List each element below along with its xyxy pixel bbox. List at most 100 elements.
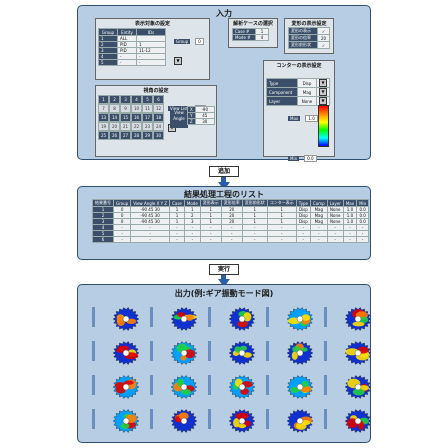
analysis-case-title: 解析ケースの選択	[233, 21, 273, 27]
view-preset-cell[interactable]: 9	[120, 104, 131, 113]
gear-mode-thumbnail	[266, 341, 314, 365]
view-preset-cell[interactable]: 5	[142, 95, 153, 104]
view-preset-cell[interactable]: 3	[120, 95, 131, 104]
view-preset-cell[interactable]: 14	[109, 113, 120, 122]
gear-mode-thumbnail	[324, 341, 370, 365]
table-cell: -	[169, 236, 185, 243]
view-preset-cell[interactable]: 12	[153, 104, 164, 113]
min-value[interactable]: 0.0	[304, 155, 317, 162]
field-value[interactable]: Mag	[297, 87, 317, 97]
dropdown-cell[interactable]: ▼	[316, 78, 330, 88]
table-cell: -	[266, 236, 297, 243]
view-preset-cell[interactable]: 7	[98, 104, 109, 113]
view-preset-cell[interactable]: 21	[120, 122, 131, 131]
view-preset-cell[interactable]: 1	[98, 95, 109, 104]
table-row[interactable]: 5--	[98, 59, 166, 66]
view-preset-cell[interactable]: 15	[120, 113, 131, 122]
table-row[interactable]: 6-------------	[92, 236, 370, 243]
view-preset-cell[interactable]: 28	[131, 131, 142, 140]
table-cell: -	[112, 236, 132, 243]
view-preset-cell[interactable]: 18	[153, 113, 164, 122]
min-field[interactable]: Min 0.0	[288, 145, 317, 164]
group-dropdown-icon[interactable]: ▼	[174, 57, 182, 65]
column-header: 結果番号	[92, 199, 114, 207]
table-cell: -	[199, 236, 222, 243]
column-header: Min	[356, 199, 370, 207]
group-value[interactable]: 0	[195, 38, 204, 45]
table-cell[interactable]: -	[136, 59, 166, 66]
view-preset-cell[interactable]: 11	[142, 104, 153, 113]
view-preset-cell[interactable]: 29	[142, 131, 153, 140]
table-cell[interactable]: 5	[98, 59, 118, 66]
view-preset-cell[interactable]: 24	[153, 122, 164, 131]
column-header: Case	[169, 199, 185, 207]
gear-mode-thumbnail	[150, 409, 198, 433]
table-cell[interactable]: -	[117, 59, 137, 66]
gear-mode-thumbnail	[150, 307, 198, 331]
table-cell: -	[130, 236, 171, 243]
add-button[interactable]: 追加	[209, 166, 239, 177]
field-value[interactable]: ✓	[317, 41, 330, 49]
group-label: Group	[174, 39, 191, 44]
dropdown-cell[interactable]: ▼	[316, 87, 330, 97]
view-preset-cell[interactable]: 27	[120, 131, 131, 140]
view-preset-cell[interactable]: 8	[109, 104, 120, 113]
output-panel: 出力(例:ギア振動モード図)	[77, 284, 371, 443]
field-value[interactable]: Disp	[297, 78, 317, 88]
column-header: コンター表示	[266, 199, 297, 207]
view-preset-cell[interactable]: 4	[131, 95, 142, 104]
group-selector[interactable]: Group 0 ▼	[174, 28, 209, 66]
field-value[interactable]: 4	[255, 34, 269, 41]
column-header: Max	[342, 199, 358, 207]
field-value[interactable]: 20	[317, 34, 330, 42]
table-row[interactable]: 5-------------	[92, 230, 370, 237]
table-cell: -	[241, 236, 268, 243]
min-label: Min	[288, 156, 300, 161]
view-preset-cell[interactable]: 2	[109, 95, 120, 104]
contour-box: コンターの表示設定 コンター表示 ✓ TypeDisp▼ComponentMag…	[263, 60, 335, 162]
table-cell: -	[356, 236, 370, 243]
dropdown-icon[interactable]: ▼	[319, 88, 327, 96]
max-value[interactable]: 1.0	[305, 115, 318, 122]
column-header: 変形表示	[199, 199, 222, 207]
view-preset-cell[interactable]: 20	[109, 122, 120, 131]
view-preset-cell[interactable]: 26	[109, 131, 120, 140]
view-preset-cell[interactable]: 10	[131, 104, 142, 113]
dropdown-icon[interactable]: ▼	[319, 79, 327, 87]
view-preset-cell[interactable]: 16	[131, 113, 142, 122]
gear-mode-thumbnail	[208, 307, 256, 331]
view-preset-cell[interactable]: 17	[142, 113, 153, 122]
field-label: 変形の倍率	[288, 34, 318, 42]
column-header: Group	[112, 199, 132, 207]
column-header: View Angle X Y Z	[130, 199, 171, 207]
view-preset-cell[interactable]: 30	[153, 131, 164, 140]
view-preset-cell[interactable]: 6	[153, 95, 164, 104]
view-preset-cell[interactable]: 22	[131, 122, 142, 131]
view-preset-cell[interactable]: 25	[98, 131, 109, 140]
deformation-title: 変形の表示設定	[291, 21, 327, 27]
gear-mode-thumbnail	[324, 375, 370, 399]
view-preset-cell[interactable]: 23	[142, 122, 153, 131]
gear-mode-thumbnail	[92, 307, 140, 331]
target-selection-title: 表示対象の設定	[134, 21, 170, 27]
dropdown-icon[interactable]: ▼	[319, 97, 327, 105]
field-value[interactable]: ✓	[317, 27, 330, 35]
run-button[interactable]: 実行	[209, 264, 239, 275]
column-header: Comp	[309, 199, 328, 207]
view-preset-cell[interactable]: 19	[98, 122, 109, 131]
max-field[interactable]: Max 1.0	[288, 105, 318, 124]
view-preset-cell[interactable]: 13	[98, 113, 109, 122]
axis-value[interactable]: 30	[194, 118, 215, 125]
table-cell: -	[342, 236, 358, 243]
table-row: 変形前形状✓	[288, 41, 330, 49]
